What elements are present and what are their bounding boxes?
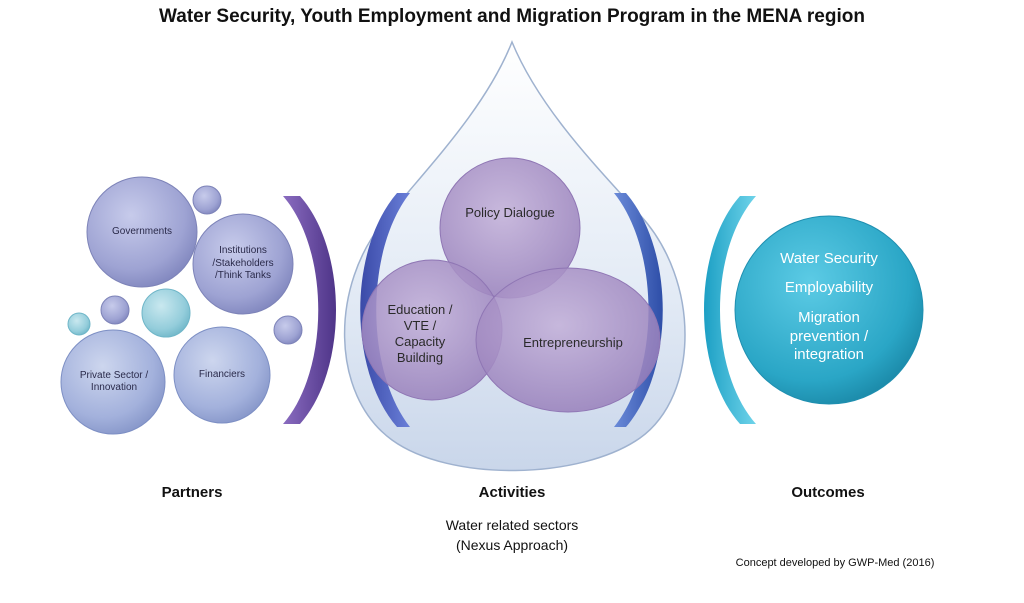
institutions-label: Institutions /Stakeholders /Think Tanks [212,245,274,282]
small-bubble-teal-mid [141,288,191,338]
activities-left-bracket [360,193,410,427]
outcomes-bracket [704,196,756,424]
private-sector-label: Private Sector / Innovation [79,369,149,394]
activities-heading: Activities [478,484,546,501]
credit-text: Concept developed by GWP-Med (2016) [735,557,935,569]
small-bubble-top [192,185,222,215]
employability-label: Employability [784,278,874,296]
financiers-bubble [173,326,271,424]
water-security-label: Water Security [780,249,878,267]
partners-bracket [283,196,336,424]
institutions-bubble [192,213,294,315]
water-sectors-line-1: Water related sectors [445,517,579,533]
governments-bubble [86,176,198,288]
outcomes-circle [734,215,924,405]
entrepreneurship-label: Entrepreneurship [523,334,623,350]
small-bubble-left-2 [100,295,130,325]
diagram-title: Water Security, Youth Employment and Mig… [159,6,865,27]
entrepreneurship-ellipse [475,267,661,413]
small-bubble-left-1 [67,312,91,336]
water-sectors-line-2: (Nexus Approach) [455,537,569,553]
partners-heading: Partners [161,484,223,501]
financiers-label: Financiers [198,368,246,380]
policy-dialogue-label: Policy Dialogue [465,204,555,220]
small-bubble-right [273,315,303,345]
migration-label: Migration prevention / integration [789,308,869,364]
education-label: Education / VTE / Capacity Building [387,301,453,366]
outcomes-heading: Outcomes [791,484,865,501]
private-sector-bubble [60,329,166,435]
governments-label: Governments [111,225,173,237]
